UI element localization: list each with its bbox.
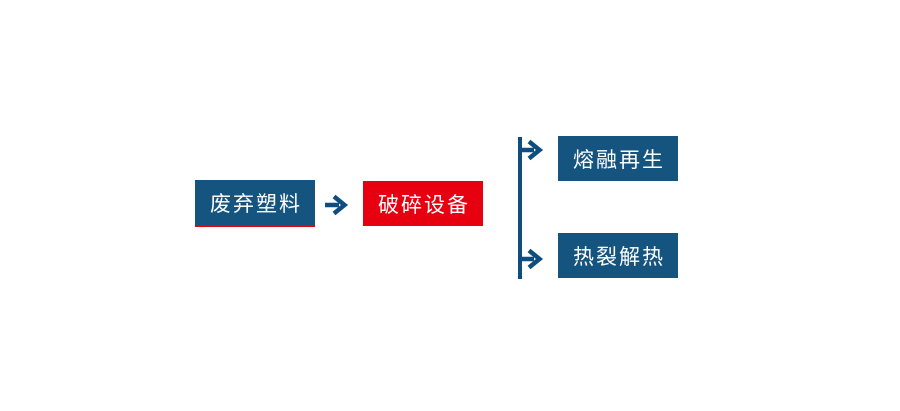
arrow-head bbox=[527, 139, 544, 161]
branch-top-arrow-right-icon bbox=[520, 139, 544, 161]
node-melt-regeneration-label: 熔融再生 bbox=[573, 148, 665, 172]
branch-bottom-arrow-right-icon bbox=[520, 248, 544, 270]
node-waste-plastic: 废弃塑料 bbox=[195, 180, 315, 227]
node-pyrolysis-label: 热裂解热 bbox=[573, 245, 665, 269]
arrow-right-icon bbox=[325, 194, 349, 216]
node-crushing-equipment-label: 破碎设备 bbox=[378, 193, 470, 217]
arrow-head bbox=[527, 248, 544, 270]
node-melt-regeneration: 熔融再生 bbox=[558, 136, 678, 181]
node-crushing-equipment: 破碎设备 bbox=[363, 181, 483, 226]
branch-connector bbox=[518, 137, 544, 279]
node-waste-plastic-label: 废弃塑料 bbox=[210, 192, 302, 216]
node-pyrolysis: 热裂解热 bbox=[558, 233, 678, 278]
arrow-head bbox=[332, 194, 349, 216]
